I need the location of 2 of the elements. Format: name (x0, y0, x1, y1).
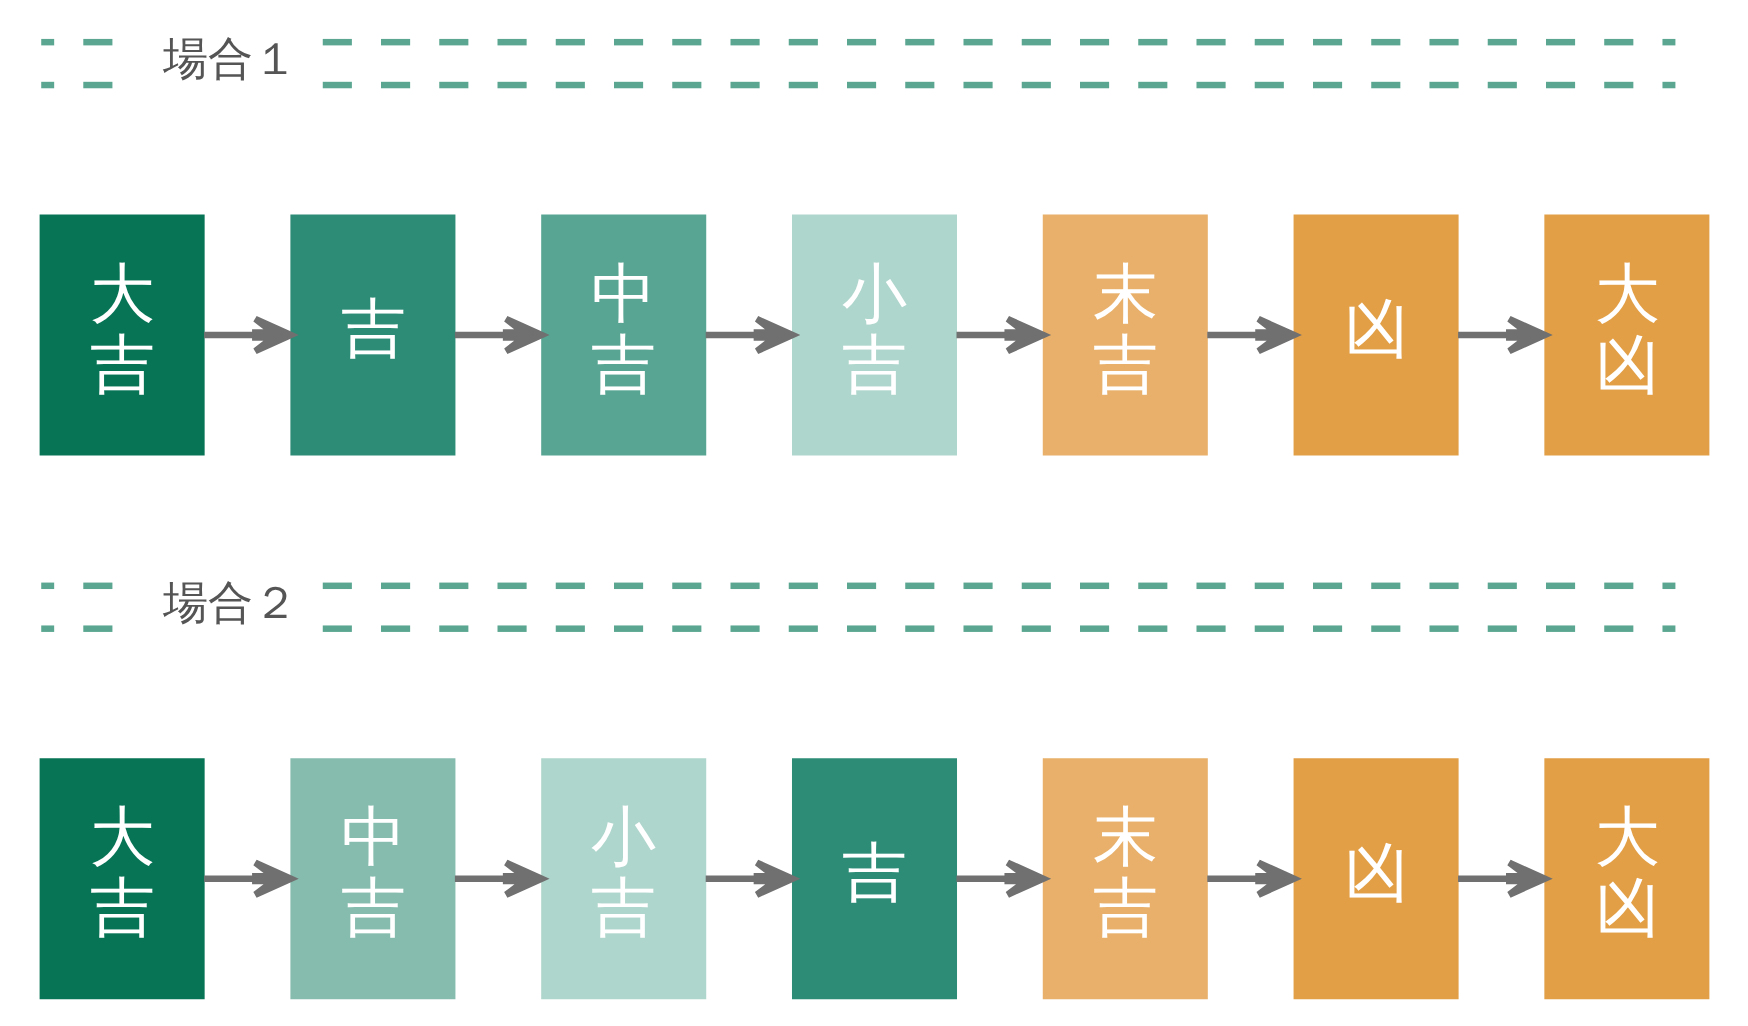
label: 場合２ (162, 576, 298, 630)
label: 場合１ (162, 32, 298, 86)
